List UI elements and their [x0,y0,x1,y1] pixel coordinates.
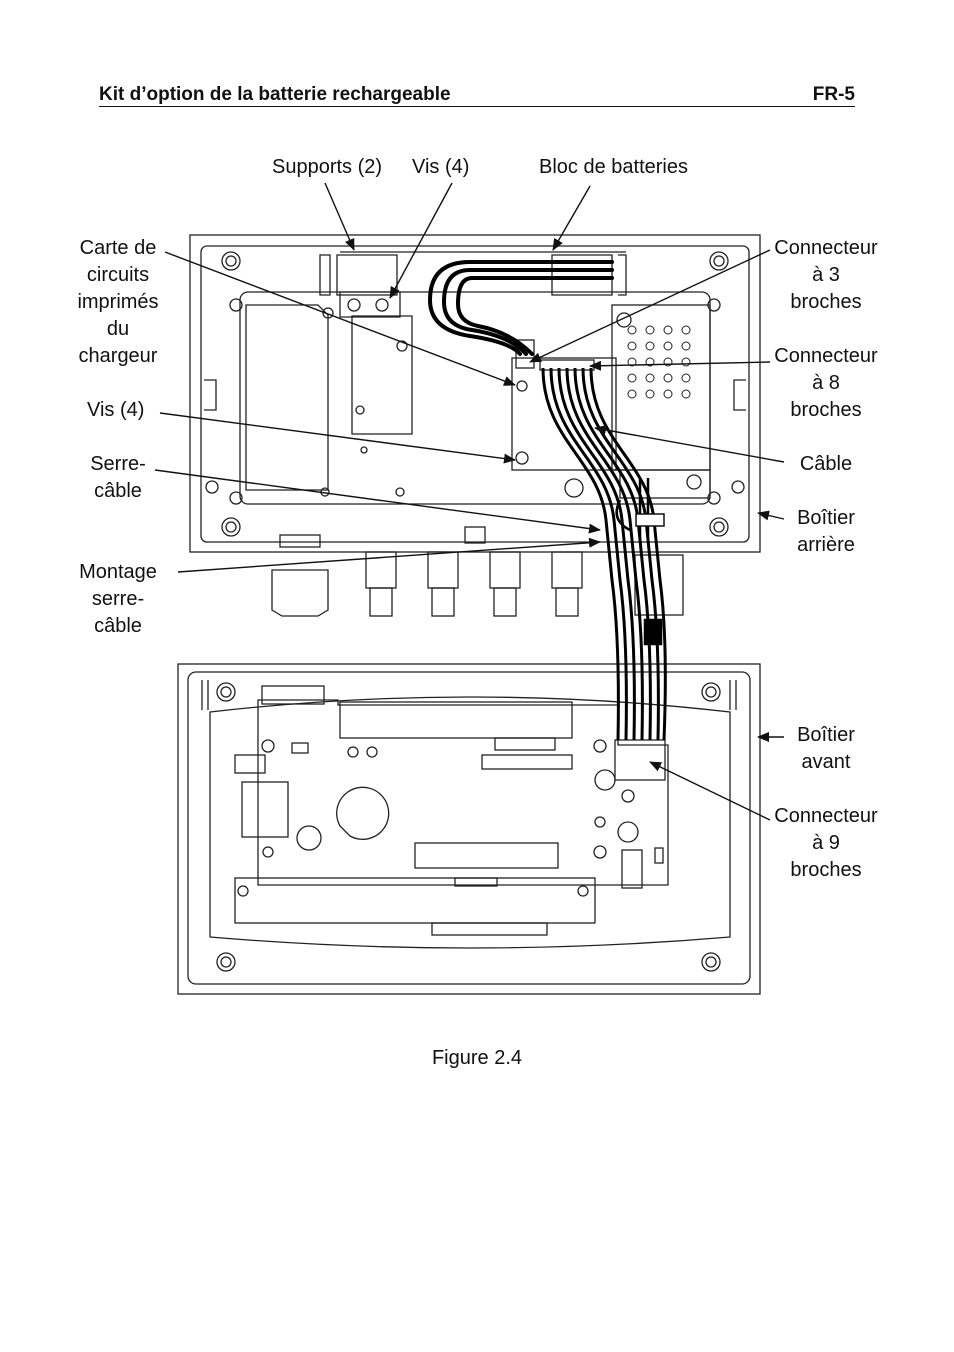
rear-enclosure [189,234,761,617]
figure-caption: Figure 2.4 [431,1047,523,1069]
label-boitier-arriere: Boîtier arrière [797,507,855,556]
label-serre-cable: Serre- câble [90,453,146,502]
page-header: Kit d’option de la batterie rechargeable… [99,84,855,107]
wiring [427,260,614,356]
label-supports: Supports (2) [272,156,383,178]
label-boitier-avant: Boîtier avant [797,724,855,773]
label-bloc-batteries: Bloc de batteries [539,156,688,178]
label-carte-circuits: Carte de circuits imprimés du chargeur [77,237,159,367]
label-cable: Câble [799,453,853,475]
cable-bundle [541,367,667,741]
label-connecteur-8: Connecteur à 8 broches [774,345,878,421]
label-connecteur-9: Connecteur à 9 broches [774,805,878,881]
page-number: FR-5 [812,84,855,105]
label-vis-left: Vis (4) [87,399,145,421]
label-connecteur-3: Connecteur à 3 broches [774,237,878,313]
label-vis-top: Vis (4) [412,156,470,178]
header-title: Kit d’option de la batterie rechargeable [99,84,451,105]
front-enclosure [177,663,761,995]
label-montage-serre-cable: Montage serre- câble [79,561,157,637]
